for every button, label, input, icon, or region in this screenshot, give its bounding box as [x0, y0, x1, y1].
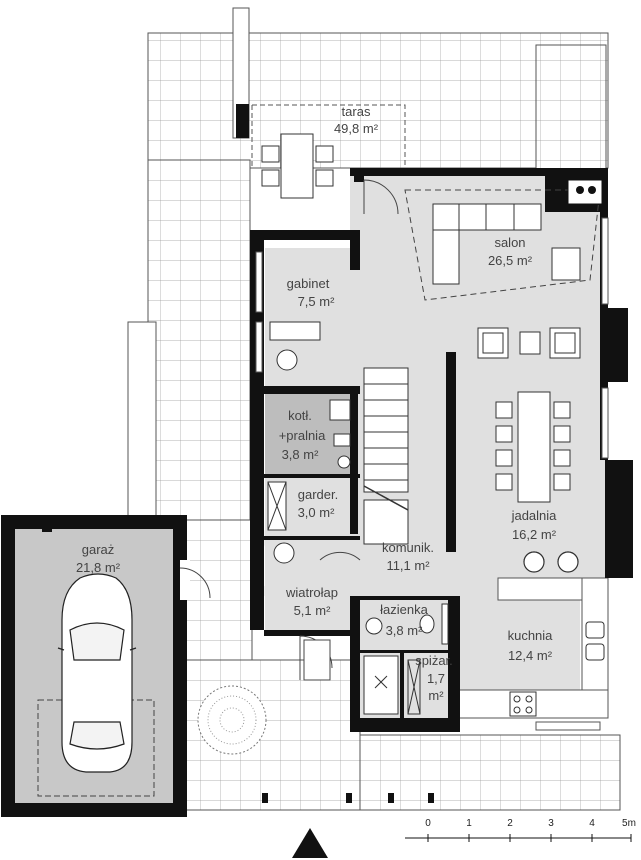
room-area-kuchnia: 12,4 m² [508, 648, 553, 663]
boiler-icon [329, 399, 351, 469]
room-name-jadalnia: jadalnia [511, 508, 558, 523]
room-name2-kotlownia: +pralnia [279, 428, 326, 443]
room-area-jadalnia: 16,2 m² [512, 527, 557, 542]
wardrobe [267, 481, 287, 531]
scale-tick-0: 0 [425, 818, 431, 829]
scale-tick-5: 5m [622, 818, 636, 829]
scale-tick-2: 2 [507, 818, 513, 829]
stairs [363, 367, 409, 545]
shower-icon [363, 655, 399, 715]
room-name-taras: taras [342, 104, 371, 119]
entrance-markers [262, 793, 434, 803]
doors [299, 179, 399, 681]
scale-tick-4: 4 [589, 818, 595, 829]
room-area2-spizarnia: m² [428, 688, 444, 703]
garage [1, 515, 211, 817]
sofa [432, 203, 581, 285]
room-name-garaz: garaż [82, 542, 115, 557]
toilet-icon [365, 603, 449, 645]
tree-icon [197, 685, 267, 755]
room-name-garderoba: garder. [298, 487, 338, 502]
scale-tick-1: 1 [466, 818, 472, 829]
car-icon [57, 573, 137, 773]
room-area-garaz: 21,8 m² [76, 560, 121, 575]
windows [255, 217, 609, 731]
scale-tick-3: 3 [548, 818, 554, 829]
vestibule-fixture [273, 542, 295, 564]
pantry-shelves [407, 659, 421, 715]
room-name-wiatrolap: wiatrołap [285, 585, 338, 600]
room-area-wiatrolap: 5,1 m² [294, 603, 332, 618]
room-labels: taras 49,8 m² salon 26,5 m² gabinet 7,5 … [76, 104, 557, 703]
room-name-lazienka: łazienka [380, 602, 428, 617]
terrace-table [261, 133, 334, 199]
room-name-gabinet: gabinet [287, 276, 330, 291]
room-area-garderoba: 3,0 m² [298, 505, 336, 520]
room-name-kotlownia: kotł. [288, 408, 312, 423]
room-area-taras: 49,8 m² [334, 121, 379, 136]
scale-bar: 0 1 2 3 4 5m [405, 818, 636, 842]
room-name-spizarnia: spiżar. [415, 653, 453, 668]
stove-icon [509, 691, 537, 717]
room-area-kotlownia: 3,8 m² [282, 447, 320, 462]
desk [269, 321, 321, 371]
dining-table [495, 391, 571, 503]
sink-icon [585, 621, 605, 661]
room-area-lazienka: 3,8 m² [386, 623, 424, 638]
paving [127, 7, 621, 811]
bar-stools [523, 551, 579, 573]
room-area-spizarnia: 1,7 [427, 671, 445, 686]
terrace-outline [251, 104, 406, 168]
armchairs [477, 327, 581, 359]
room-name-komunikacja: komunik. [382, 540, 434, 555]
room-area-komunikacja: 11,1 m² [386, 558, 430, 573]
room-area-salon: 26,5 m² [488, 253, 533, 268]
north-arrow-icon [292, 828, 328, 858]
room-area-gabinet: 7,5 m² [298, 294, 336, 309]
room-name-kuchnia: kuchnia [508, 628, 554, 643]
salon-rug [404, 189, 601, 301]
fireplace-icon [567, 179, 603, 205]
room-name-salon: salon [494, 235, 525, 250]
